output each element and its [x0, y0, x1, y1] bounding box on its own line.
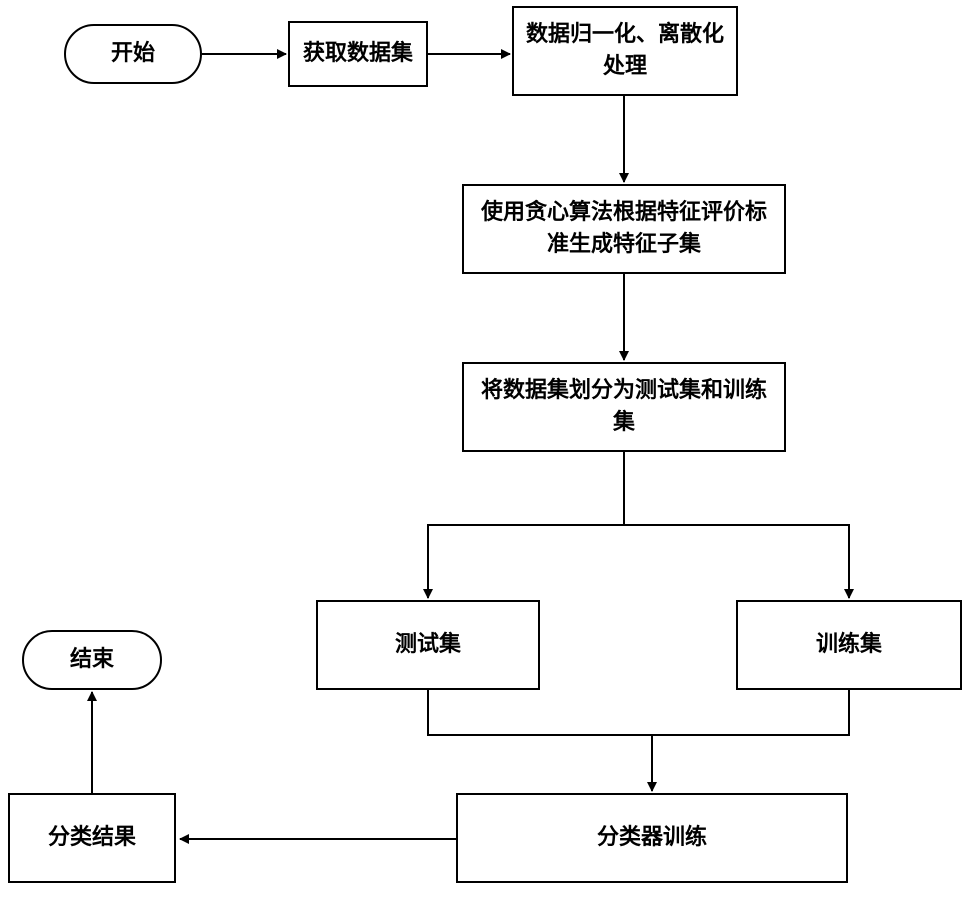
train-set-label: 训练集 [816, 629, 882, 661]
train-set-node: 训练集 [736, 600, 962, 690]
get-dataset-node: 获取数据集 [288, 21, 428, 87]
connector-test-set-merge [428, 690, 652, 735]
test-set-label: 测试集 [395, 629, 461, 661]
classifier-train-label: 分类器训练 [597, 822, 707, 854]
greedy-select-node: 使用贪心算法根据特征评价标 准生成特征子集 [462, 184, 786, 274]
test-set-node: 测试集 [316, 600, 540, 690]
greedy-select-label: 使用贪心算法根据特征评价标 准生成特征子集 [481, 197, 767, 261]
end-label: 结束 [70, 644, 114, 676]
classifier-train-node: 分类器训练 [456, 793, 848, 883]
split-label: 将数据集划分为测试集和训练 集 [481, 375, 767, 439]
result-label: 分类结果 [48, 822, 136, 854]
start-node: 开始 [64, 24, 202, 84]
normalize-node: 数据归一化、离散化 处理 [512, 6, 738, 96]
get-dataset-label: 获取数据集 [303, 38, 413, 70]
arrow-split-to-train-set [624, 525, 849, 598]
start-label: 开始 [111, 38, 155, 70]
connector-train-set-merge [652, 690, 849, 735]
end-node: 结束 [22, 630, 162, 690]
arrow-split-to-test-set [428, 525, 624, 598]
normalize-label: 数据归一化、离散化 处理 [526, 19, 724, 83]
split-node: 将数据集划分为测试集和训练 集 [462, 362, 786, 452]
result-node: 分类结果 [8, 793, 176, 883]
